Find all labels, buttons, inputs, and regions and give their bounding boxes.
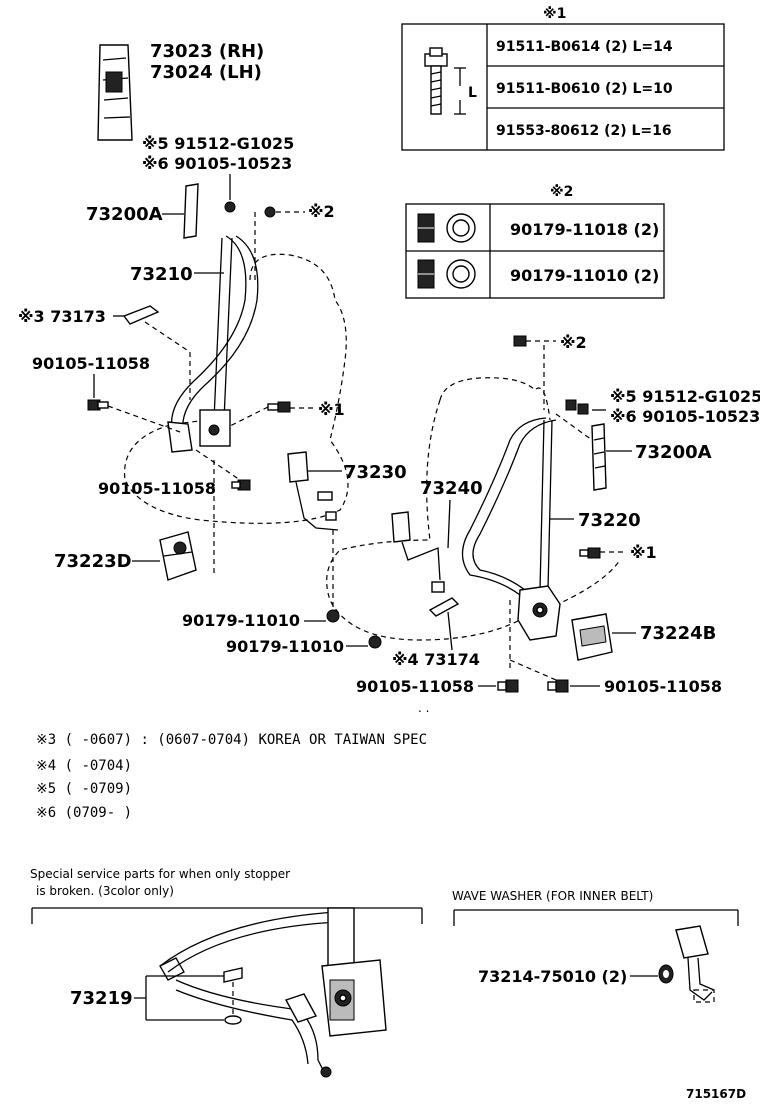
retractor-left: [159, 531, 197, 581]
label-retractor-right: 73224B: [640, 623, 716, 644]
bolt-icon: [267, 401, 291, 413]
inset-left-caption-1: Special service parts for when only stop…: [30, 867, 290, 881]
label-ref5-right: ※5 91512-G1025: [610, 387, 760, 406]
nut-icon: [417, 259, 476, 289]
label-anchor-right: 73200A: [635, 442, 712, 463]
nut-table: ※2 90179-11018 (2) 90179-11010 (2): [405, 184, 665, 299]
label-ref1-left: ※1: [318, 400, 345, 419]
label-pillar-lh: 73024 (LH): [150, 62, 262, 83]
stopper-inset: Special service parts for when only stop…: [30, 867, 423, 1078]
label-belt-right: 73220: [578, 510, 641, 531]
stopper-pin: [223, 967, 243, 983]
flange-nut-icon: [417, 213, 476, 243]
stopper-washer: [224, 1015, 242, 1025]
pillar-garnish: [97, 44, 133, 141]
bolt-icon: [497, 679, 519, 693]
bolt-icon: [565, 399, 589, 415]
notes: ※3 ( -0607) : (0607-0704) KOREA OR TAIWA…: [36, 732, 427, 821]
shoulder-adjuster-right: [591, 423, 607, 491]
bolt-table-title: ※1: [543, 6, 566, 22]
label-buckle-right: 73240: [420, 478, 483, 499]
label-stopper: 73219: [70, 988, 133, 1009]
shoulder-adjuster-left: [183, 183, 276, 239]
diagram-id: 715167D: [686, 1087, 746, 1101]
label-ref6-left: ※6 90105-10523: [142, 154, 292, 173]
retractor-right: [571, 613, 613, 661]
belt-guide-ref4: [428, 597, 460, 617]
svg-text:. .: . .: [418, 701, 429, 715]
inset-right-caption: WAVE WASHER (FOR INNER BELT): [452, 889, 653, 903]
nut-row-2: 90179-11010 (2): [510, 266, 659, 285]
note-ref6: ※6 (0709- ): [36, 805, 132, 821]
wave-washer-inset: WAVE WASHER (FOR INNER BELT): [452, 889, 739, 1003]
label-retractor-left: 73223D: [54, 551, 132, 572]
bolt-table-frame: [401, 23, 725, 151]
length-symbol: L: [468, 85, 477, 101]
bolt-icon: [513, 335, 527, 347]
bolt-icon: [231, 479, 251, 491]
bolt-row-1: 91511-B0614 (2) L=14: [496, 39, 673, 55]
label-nut-2: 90179-11010: [226, 637, 344, 656]
label-ref1-right: ※1: [630, 543, 657, 562]
nut-row-1: 90179-11018 (2): [510, 220, 659, 239]
bolt-row-2: 91511-B0610 (2) L=10: [496, 81, 673, 97]
bolt-icon: [579, 547, 601, 559]
note-ref5: ※5 ( -0709): [36, 781, 132, 797]
inset-left-caption-2: is broken. (3color only): [36, 884, 174, 898]
buckle-left: [287, 451, 339, 531]
label-anchor-left: 73200A: [86, 204, 163, 225]
bolt-icon: [547, 679, 569, 693]
belt-guide-ref3: [122, 305, 160, 325]
note-ref3: ※3 ( -0607) : (0607-0704) KOREA OR TAIWA…: [36, 732, 427, 748]
label-belt-left: 73210: [130, 264, 193, 285]
label-pillar-rh: 73023 (RH): [150, 41, 264, 62]
label-nut-1: 90179-11010: [182, 611, 300, 630]
bolt-icon: [87, 399, 109, 411]
label-bolt-left-bottom: 90105-11058: [98, 479, 216, 498]
seat-outline-left: [123, 253, 349, 524]
label-ref3: ※3 73173: [18, 307, 106, 326]
label-ref6-right: ※6 90105-10523: [610, 407, 760, 426]
label-ref5-left: ※5 91512-G1025: [142, 134, 294, 153]
seat-outline-right: [326, 377, 621, 641]
bolt-row-3: 91553-80612 (2) L=16: [496, 123, 672, 139]
label-wave-washer: 73214-75010 (2): [478, 967, 627, 986]
seat-belt-left: [167, 235, 259, 453]
bolt-icon: [424, 47, 448, 115]
bolt-table: ※1 L 91511-B0614 (2) L=14 91511-B0610 (2…: [401, 6, 725, 151]
nut-table-title: ※2: [550, 184, 573, 200]
label-bolt-left-top: 90105-11058: [32, 354, 150, 373]
label-bolt-bottom-center: 90105-11058: [356, 677, 474, 696]
label-ref2-right: ※2: [560, 333, 587, 352]
label-buckle-left: 73230: [344, 462, 407, 483]
nut-icon: [368, 635, 382, 649]
note-ref4: ※4 ( -0704): [36, 758, 132, 774]
buckle-right: [391, 511, 445, 593]
nut-icon: [326, 609, 340, 623]
label-bolt-bottom-right: 90105-11058: [604, 677, 722, 696]
label-ref4: ※4 73174: [392, 650, 480, 669]
seat-belt-right: [461, 417, 561, 641]
label-ref2-left: ※2: [308, 202, 335, 221]
